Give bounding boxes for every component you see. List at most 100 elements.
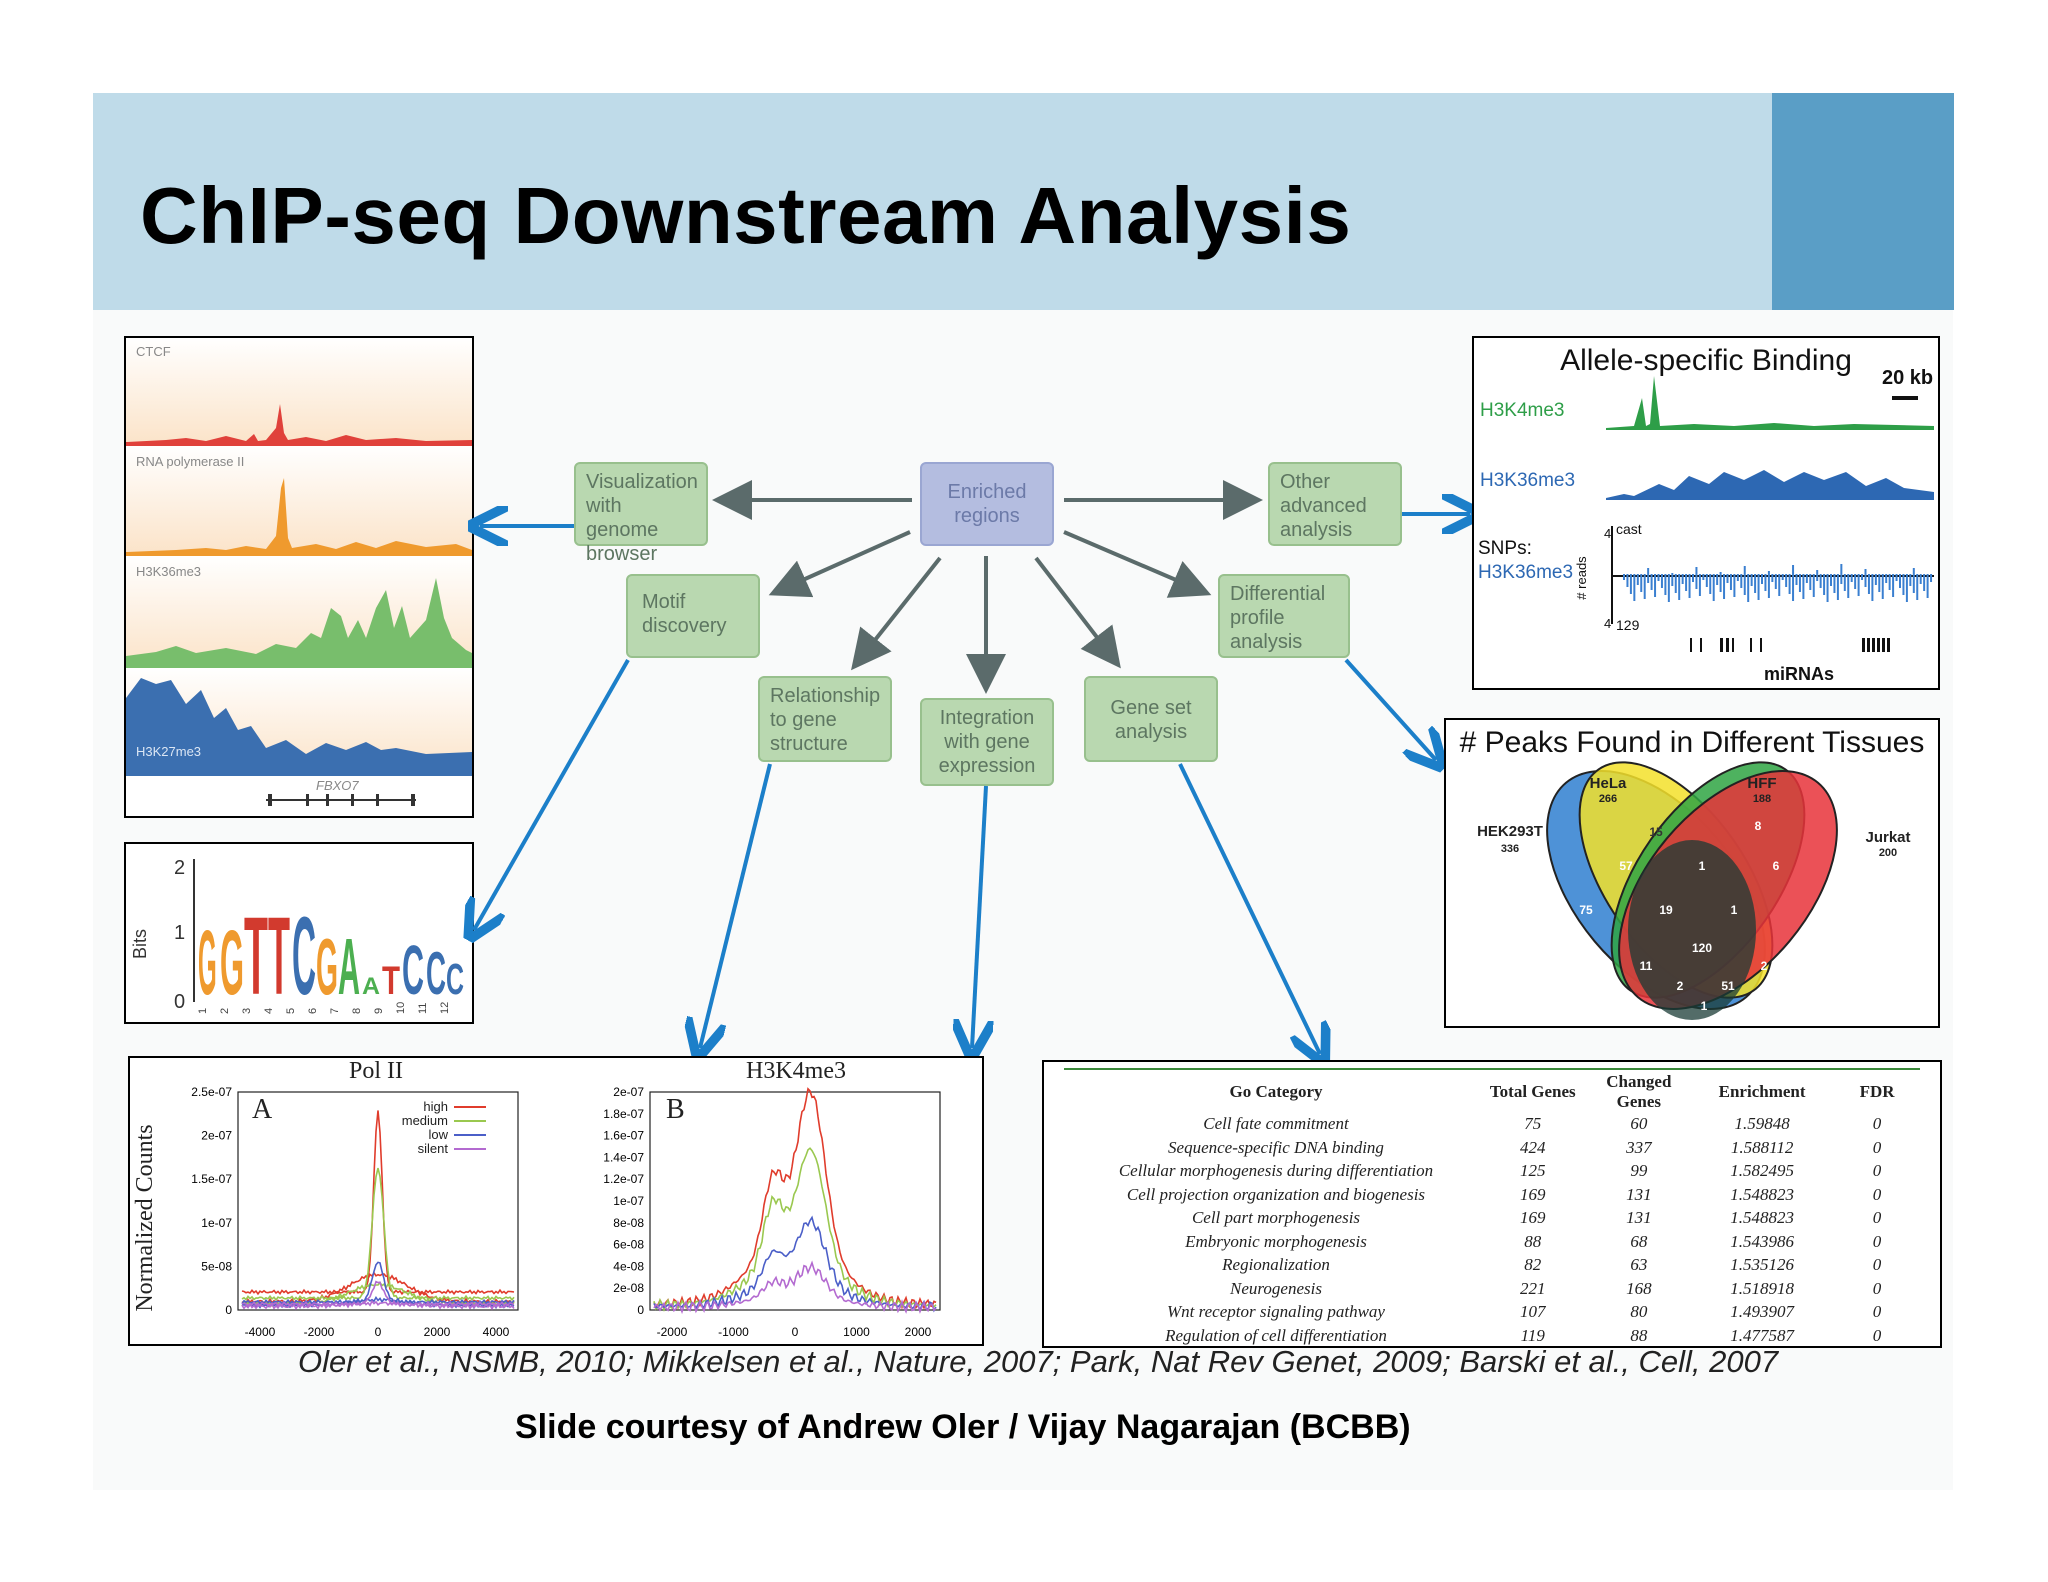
- profile-curves: [241, 1087, 937, 1315]
- 129-label: 129: [1616, 617, 1640, 633]
- track-h3k4me3: H3K4me3: [1480, 400, 1565, 421]
- venn-region: 19: [1659, 903, 1673, 917]
- table-cell: Neurogenesis: [1230, 1278, 1322, 1298]
- genome-browser-panel: CTCF RNA polymerase II H3K36me3 H3K27me3…: [124, 336, 474, 818]
- snps-track: H3K36me3: [1478, 562, 1573, 583]
- x-tick-label: -1000: [718, 1325, 749, 1339]
- y-tick-label: 0: [637, 1303, 644, 1317]
- y-tick-label: 4e-08: [613, 1259, 644, 1273]
- venn-label-hff: HFF: [1747, 775, 1776, 792]
- node-label: Visualization with genome browser: [586, 471, 698, 565]
- y-tick-label: 2e-08: [613, 1281, 644, 1295]
- venn-count-hff: 188: [1753, 793, 1771, 805]
- snps-label: SNPs:: [1478, 538, 1532, 559]
- svg-text:G: G: [316, 922, 338, 1011]
- venn-region: 2: [1761, 959, 1768, 973]
- svg-text:T: T: [268, 895, 290, 1018]
- table-cell: 1.548823: [1730, 1208, 1794, 1227]
- legend-low: low: [428, 1127, 448, 1142]
- table-cell: 337: [1626, 1137, 1652, 1157]
- motif-ytick: 1: [174, 922, 185, 944]
- y-tick-label: 6e-08: [613, 1238, 644, 1252]
- node-label: Gene set analysis: [1110, 697, 1192, 743]
- venn-region: 120: [1692, 941, 1712, 955]
- table-cell: 1.477587: [1730, 1325, 1794, 1345]
- x-tick-label: 2000: [905, 1325, 932, 1339]
- y-tick-label: 2e-07: [201, 1129, 232, 1143]
- x-tick-label: 1000: [843, 1325, 870, 1339]
- table-cell: 1.548823: [1730, 1184, 1794, 1204]
- go-header-changed: Changed Genes: [1606, 1072, 1672, 1111]
- h3k27me3-signal: [126, 678, 472, 776]
- table-cell: 88: [1630, 1325, 1648, 1345]
- venn-label-hek293t: HEK293T: [1477, 823, 1543, 840]
- allele-binding-figure: Allele-specific Binding 20 kb H3K4me3 H3…: [1478, 344, 1934, 684]
- table-cell: 221: [1520, 1278, 1546, 1298]
- node-enriched-regions: Enriched regions: [920, 462, 1054, 546]
- table-cell: 60: [1630, 1114, 1648, 1133]
- mirna-marks: [1690, 638, 1890, 652]
- track-h3k36me3: H3K36me3: [1480, 470, 1575, 491]
- legend-silent: silent: [418, 1141, 449, 1156]
- motif-position-label: 5: [285, 1008, 297, 1014]
- y-tick-label: 0: [225, 1303, 232, 1317]
- node-label: Enriched regions: [947, 481, 1027, 527]
- node-label: Differential profile analysis: [1230, 583, 1326, 653]
- table-cell: 1.543986: [1730, 1231, 1794, 1251]
- table-cell: Regionalization: [1222, 1255, 1330, 1274]
- motif-position-label: 2: [219, 1008, 231, 1014]
- venn-count-hek293t: 336: [1501, 843, 1519, 855]
- snp-bars: [1623, 564, 1933, 602]
- x-tick-label: -2000: [657, 1325, 688, 1339]
- x-tick-label: 4000: [483, 1325, 510, 1339]
- motif-position-label: 9: [373, 1008, 385, 1014]
- svg-text:A: A: [338, 922, 360, 1011]
- x-tick-label: 0: [792, 1325, 799, 1339]
- gene-label: FBXO7: [316, 778, 359, 793]
- venn-region: 17: [1821, 905, 1835, 919]
- svg-text:C: C: [292, 895, 316, 1018]
- y-tick-label: 1.8e-07: [603, 1107, 644, 1121]
- profile-curve-b-medium: [653, 1147, 937, 1312]
- venn-region: 2: [1677, 979, 1684, 993]
- mirna-label: miRNAs: [1764, 664, 1834, 684]
- table-cell: 131: [1626, 1208, 1652, 1227]
- table-cell: 0: [1872, 1114, 1882, 1133]
- track-label-h3k36me3: H3K36me3: [136, 564, 201, 579]
- y-tick-label: 1.4e-07: [603, 1150, 644, 1164]
- table-cell: 1.493907: [1730, 1302, 1794, 1321]
- h3k36me3-signal: [1606, 470, 1934, 500]
- table-cell: Regulation of cell differentiation: [1165, 1325, 1387, 1345]
- table-cell: Wnt receptor signaling pathway: [1166, 1302, 1385, 1321]
- node-label: Motif discovery: [642, 591, 727, 637]
- venn-count-jurkat: 200: [1879, 847, 1897, 859]
- table-cell: Cellular morphogenesis during differenti…: [1118, 1161, 1434, 1180]
- svg-text:A: A: [362, 973, 380, 1000]
- table-cell: 119: [1520, 1325, 1545, 1345]
- table-cell: 0: [1872, 1161, 1882, 1180]
- table-cell: 1.588112: [1730, 1137, 1794, 1157]
- node-label: Other advanced analysis: [1280, 471, 1367, 541]
- y-tick-label: 8e-08: [613, 1216, 644, 1230]
- panel-letter-a: A: [252, 1094, 273, 1125]
- table-row: Cellular morphogenesis during differenti…: [1072, 1159, 1922, 1183]
- table-cell: 68: [1630, 1231, 1648, 1251]
- profile-charts: Normalized Counts Pol II H3K4me3 A B 2.5…: [132, 1058, 941, 1339]
- table-cell: 82: [1524, 1255, 1542, 1274]
- venn-count-hela: 266: [1599, 793, 1617, 805]
- ctcf-signal: [126, 404, 472, 446]
- reads-tick: 4: [1604, 526, 1611, 541]
- table-row: Regulation of cell differentiation 119 88 1…: [1072, 1324, 1922, 1347]
- table-cell: 75: [1524, 1114, 1542, 1133]
- y-tick-label: 1.5e-07: [191, 1172, 232, 1186]
- table-cell: 80: [1630, 1302, 1648, 1321]
- profile-curve-a-silent: [241, 1280, 515, 1311]
- venn-region: 6: [1773, 859, 1780, 873]
